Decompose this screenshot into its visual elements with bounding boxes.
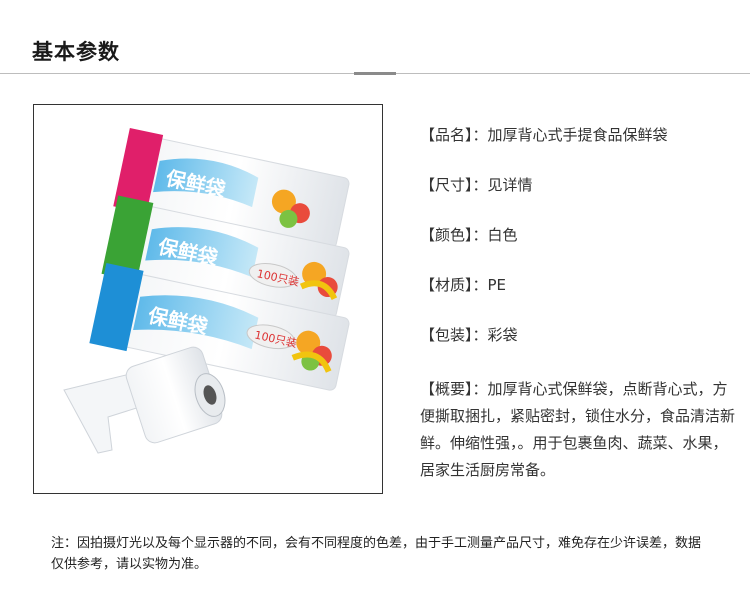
bag-roll xyxy=(63,346,226,454)
section-title: 基本参数 xyxy=(32,40,120,64)
param-overview: 【概要】：加厚背心式保鲜袋，点断背心式，方便撕取捆扎，紧贴密封，锁住水分，食品清… xyxy=(420,380,736,479)
package-tab xyxy=(113,127,164,214)
param-packaging: 【包装】：彩袋 xyxy=(420,326,518,344)
product-illustration: 保鲜袋 保鲜袋 100只装 保鲜袋 100只装 xyxy=(63,127,350,454)
param-color: 【颜色】：白色 xyxy=(420,226,518,244)
parameter-list: 【品名】：加厚背心式手提食品保鲜袋 【尺寸】：见详情 【颜色】：白色 【材质】：… xyxy=(420,124,740,484)
product-photo: 保鲜袋 保鲜袋 100只装 保鲜袋 100只装 xyxy=(33,104,383,494)
param-material: 【材质】：PE xyxy=(420,276,507,294)
disclaimer-note: 注：因拍摄灯光以及每个显示器的不同，会有不同程度的色差，由于手工测量产品尺寸，难… xyxy=(51,536,702,572)
package-green: 保鲜袋 100只装 xyxy=(101,195,350,319)
param-size: 【尺寸】：见详情 xyxy=(420,176,533,194)
package-pink: 保鲜袋 xyxy=(113,127,350,249)
package-tab xyxy=(101,195,154,282)
param-name: 【品名】：加厚背心式手提食品保鲜袋 xyxy=(420,126,668,144)
package-blue: 保鲜袋 100只装 xyxy=(89,262,350,391)
title-divider-accent xyxy=(354,72,396,75)
package-tab xyxy=(89,262,144,352)
